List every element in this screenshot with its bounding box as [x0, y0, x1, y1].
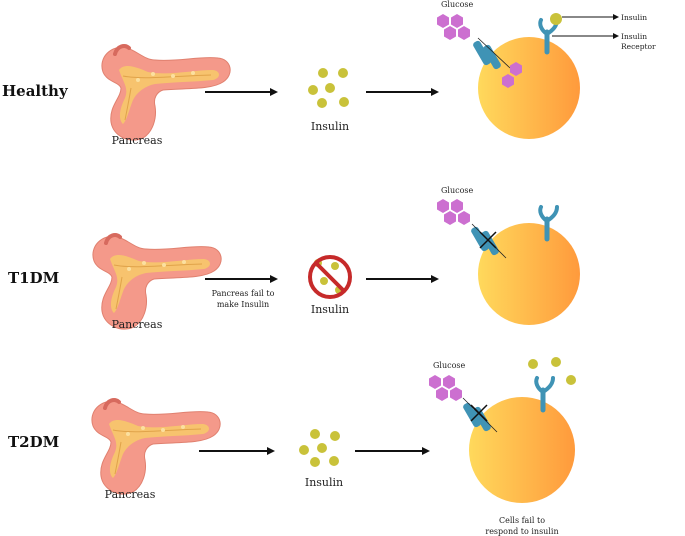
receptor-label-line2: Receptor: [621, 42, 656, 51]
receptor-label-line1: Insulin: [621, 32, 647, 41]
no-insulin-icon: [308, 255, 352, 299]
insulin-molecules-icon: [299, 429, 340, 467]
row-label-t2dm: T2DM: [8, 433, 59, 451]
pancreas-label: Pancreas: [112, 318, 163, 331]
glucose-molecules-icon: [437, 14, 470, 40]
pancreas-icon: [99, 44, 233, 143]
glucose-path-line: [477, 37, 511, 69]
blocked-x-icon: [479, 231, 497, 249]
cell: [478, 37, 580, 139]
pancreas-label: Pancreas: [112, 134, 163, 147]
cell: [478, 223, 580, 325]
insulin-label: Insulin: [311, 120, 349, 133]
insulin-label: Insulin: [311, 303, 349, 316]
row-label-healthy: Healthy: [2, 82, 69, 100]
glucose-entering-icon: [502, 62, 522, 88]
t1dm-note-line2: make Insulin: [217, 300, 269, 309]
insulin-label: Insulin: [305, 476, 343, 489]
pancreas-icon: [89, 398, 223, 497]
blocked-x-icon: [470, 404, 488, 422]
insulin-molecules-icon: [308, 68, 349, 108]
glucose-label: Glucose: [433, 361, 466, 370]
glucose-molecules-icon: [437, 199, 470, 225]
glucose-label: Glucose: [441, 0, 474, 9]
t2dm-note-line1: Cells fail to: [499, 516, 545, 525]
t2dm-note-line2: respond to insulin: [485, 527, 558, 536]
insulin-pointer-label: Insulin: [621, 13, 647, 22]
glucose-molecules-icon: [429, 375, 462, 401]
t1dm-note-line1: Pancreas fail to: [212, 289, 275, 298]
pancreas-label: Pancreas: [105, 488, 156, 501]
glucose-label: Glucose: [441, 186, 474, 195]
row-label-t1dm: T1DM: [8, 269, 59, 287]
cell: [469, 397, 575, 503]
pancreas-icon: [90, 233, 224, 332]
insulin-bound-icon: [550, 13, 562, 25]
unbound-insulin-icon: [528, 357, 576, 385]
